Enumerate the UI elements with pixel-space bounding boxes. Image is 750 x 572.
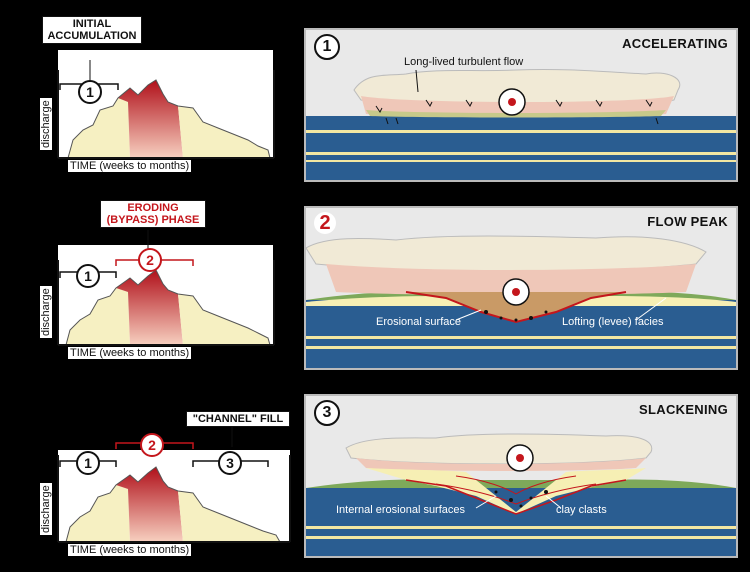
turbulent-cloud xyxy=(345,433,653,465)
clasts xyxy=(484,310,548,322)
stripe xyxy=(306,130,736,133)
callout-line-2: (BYPASS) PHASE xyxy=(106,214,200,226)
panel-1-title: ACCELERATING xyxy=(622,36,728,51)
hydrograph-line xyxy=(65,269,271,346)
panel-3-number: 3 xyxy=(314,400,340,426)
stripe xyxy=(306,526,736,529)
x-axis-label: TIME (weeks to months) xyxy=(68,160,192,172)
channel-incision xyxy=(406,292,626,322)
phase-1-marker: 1 xyxy=(76,264,100,288)
hydrograph-peak xyxy=(118,80,183,158)
flow-direction-dot xyxy=(512,288,520,296)
hydrograph-3: "CHANNEL" FILL 1 2 3 discharge TIME (wee… xyxy=(18,395,298,565)
erosional-surface-label: Erosional surface xyxy=(376,316,461,328)
panel-2-drawing xyxy=(306,208,736,368)
hydrograph-line xyxy=(65,466,281,543)
flow-direction-dot xyxy=(508,98,516,106)
erosional-surface-line xyxy=(405,291,627,324)
panel-1-number: 1 xyxy=(314,34,340,60)
y-axis-label: discharge xyxy=(40,98,52,150)
stripe xyxy=(306,152,736,155)
panel-flow-peak: 2 FLOW PEAK Erosional surface Lofting (l… xyxy=(304,206,738,370)
hydrograph-2: ERODING (BYPASS) PHASE 1 2 discharge TIM… xyxy=(18,190,288,365)
flow-direction-dot xyxy=(516,454,524,462)
clasts-label-leader xyxy=(545,495,562,509)
phase-2-marker: 2 xyxy=(138,248,162,272)
turbulent-flow-label: Long-lived turbulent flow xyxy=(404,56,524,68)
hydrograph-line xyxy=(67,79,271,159)
phase-1-marker: 1 xyxy=(78,80,102,104)
panel-3-drawing xyxy=(306,396,736,556)
x-axis-label: TIME (weeks to months) xyxy=(68,544,192,556)
hydrograph-peak xyxy=(116,270,183,345)
internal-surface-line xyxy=(455,475,577,495)
hydrograph-2-drawing xyxy=(57,230,275,346)
internal-surfaces-label: Internal erosional surfaces xyxy=(336,504,466,516)
stripe xyxy=(306,160,736,162)
panel-3-title: SLACKENING xyxy=(639,402,728,417)
callout-line-1: ERODING xyxy=(127,202,179,214)
stripe xyxy=(306,536,736,539)
lofting-facies-label: Lofting (levee) facies xyxy=(562,316,664,328)
turbulent-cloud xyxy=(306,235,707,272)
hydrograph-1-drawing xyxy=(57,50,275,159)
erosional-surface-line xyxy=(405,479,627,515)
eddy-arrows xyxy=(375,99,659,125)
panel-accelerating: 1 ACCELERATING Long-lived turbulent flow xyxy=(304,28,738,182)
hydrograph-falling-limb xyxy=(178,294,270,345)
graph-1-callout: INITIAL ACCUMULATION xyxy=(42,16,142,44)
label-leader xyxy=(415,69,419,93)
phase-3-marker: 3 xyxy=(218,451,242,475)
panel-2-title: FLOW PEAK xyxy=(647,214,728,229)
hydrograph-falling-limb xyxy=(178,106,270,158)
panel-slackening: 3 SLACKENING Internal erosional surfaces… xyxy=(304,394,738,558)
lofting-label-leader xyxy=(635,297,667,321)
clay-clasts-label: clay clasts xyxy=(556,504,607,516)
channel-fill xyxy=(366,468,646,514)
graph-3-callout: "CHANNEL" FILL xyxy=(186,411,290,427)
panel-2-number: 2 xyxy=(314,212,336,234)
stripe xyxy=(306,346,736,349)
x-axis-label: TIME (weeks to months) xyxy=(68,347,192,359)
hydrograph-1: INITIAL ACCUMULATION 1 discharge TIME (w… xyxy=(18,10,288,180)
phase-2-marker: 2 xyxy=(140,433,164,457)
internal-surface-line xyxy=(435,483,597,505)
callout-line-1: INITIAL xyxy=(72,18,112,30)
hydrograph-peak xyxy=(116,467,183,542)
phase-1-marker: 1 xyxy=(76,451,100,475)
seabed xyxy=(306,116,736,180)
hydrograph-rising-limb xyxy=(68,98,130,158)
y-axis-label: discharge xyxy=(40,483,52,535)
y-axis-label: discharge xyxy=(40,286,52,338)
flow-body xyxy=(356,458,646,471)
hydrograph-falling-limb xyxy=(178,491,280,542)
panel-1-drawing xyxy=(306,30,736,180)
hydrograph-rising-limb xyxy=(66,485,130,542)
stripe xyxy=(306,336,736,339)
clay-clasts xyxy=(494,490,548,508)
callout-line-2: ACCUMULATION xyxy=(47,30,137,42)
graph-2-callout: ERODING (BYPASS) PHASE xyxy=(100,200,206,228)
erosional-label-leader xyxy=(455,309,482,321)
hydrograph-rising-limb xyxy=(66,288,130,345)
internal-label-leader xyxy=(475,495,497,509)
seabed xyxy=(306,488,736,556)
callout-line-1: "CHANNEL" FILL xyxy=(192,413,284,425)
